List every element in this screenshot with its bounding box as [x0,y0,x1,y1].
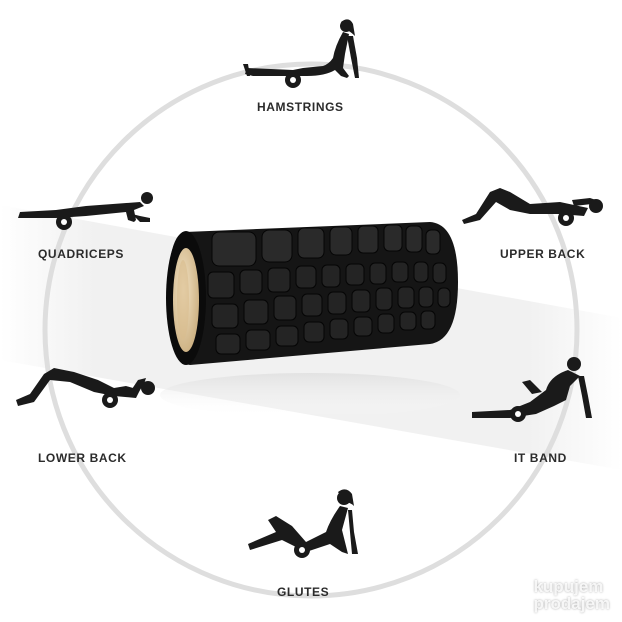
watermark: kupujem prodajem [533,578,610,612]
label-quadriceps: QUADRICEPS [38,247,125,261]
upper-back-figure-icon [462,188,603,226]
label-hamstrings: HAMSTRINGS [257,100,344,114]
label-it-band: IT BAND [514,451,567,465]
glutes-figure-icon [248,489,358,558]
label-glutes: GLUTES [277,585,330,599]
lower-back-figure-icon [16,368,155,408]
foam-roller-icon [166,222,458,365]
watermark-line-1: kupujem [533,577,604,596]
it-band-figure-icon [472,357,592,422]
label-lower-back: LOWER BACK [38,451,127,465]
label-upper-back: UPPER BACK [500,247,586,261]
exercise-ring [42,61,580,599]
quadriceps-figure-icon [18,192,153,230]
hamstrings-figure-icon [243,19,359,88]
watermark-line-2: prodajem [533,594,610,613]
